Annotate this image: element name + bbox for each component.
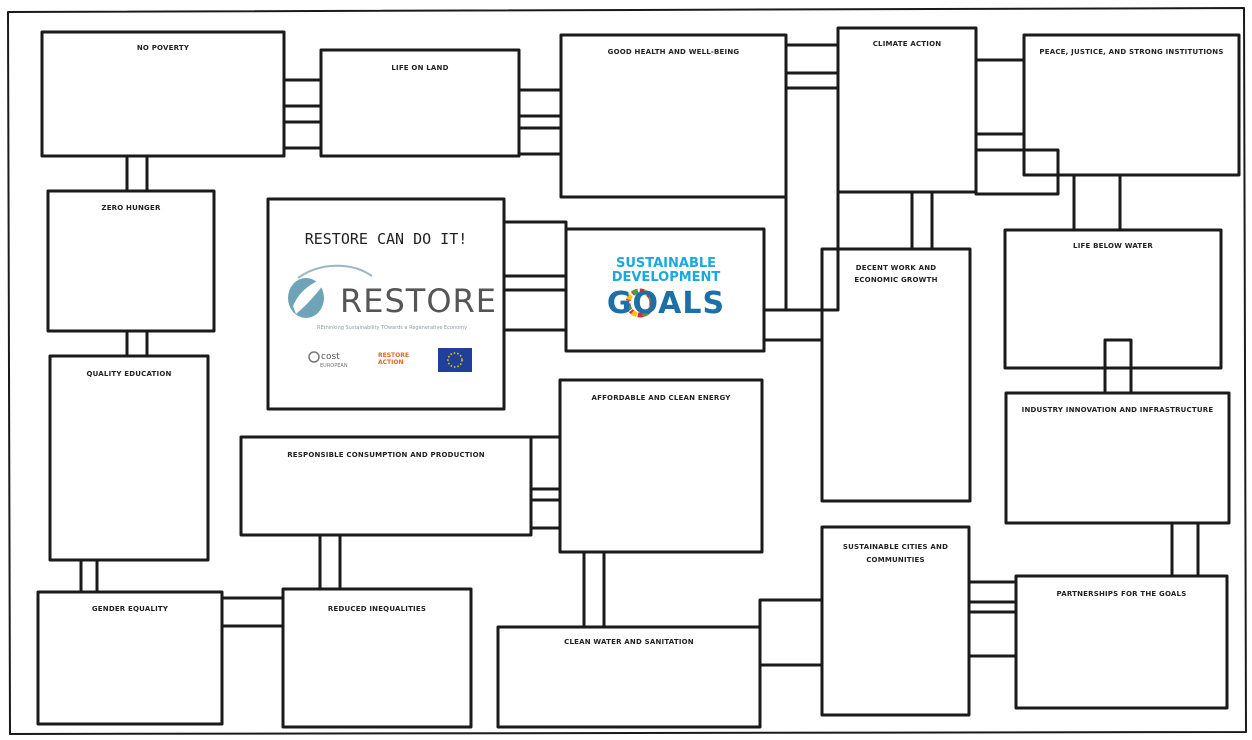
sdg-line1: SUSTAINABLE	[615, 256, 717, 271]
label-gender-equality: GENDER EQUALITY	[91, 605, 169, 613]
label-no-poverty: NO POVERTY	[136, 44, 190, 52]
label-peace-justice: PEACE, JUSTICE, AND STRONG INSTITUTIONS	[1039, 48, 1224, 56]
connector	[758, 598, 824, 667]
box-decent-work	[820, 247, 972, 503]
label-sustainable-cities-2: COMMUNITIES	[866, 556, 925, 564]
box-good-health	[559, 33, 788, 199]
connector	[967, 580, 1018, 604]
label-decent-work-2: ECONOMIC GROWTH	[854, 276, 938, 284]
sdg-line2: DEVELOPMENT	[611, 270, 721, 285]
connector	[762, 308, 824, 342]
connector	[784, 43, 840, 75]
label-partnerships: PARTNERSHIPS FOR THE GOALS	[1056, 590, 1187, 598]
label-quality-education: QUALITY EDUCATION	[86, 370, 172, 378]
eu-flag-icon	[438, 348, 472, 372]
connector	[529, 498, 562, 530]
connector	[282, 78, 323, 108]
connector	[529, 435, 562, 491]
sdg-goals-word: GOALS	[606, 286, 726, 321]
cost-logo	[308, 351, 320, 363]
sdg-logo-text: SUSTAINABLE DEVELOPMENT	[574, 257, 758, 285]
box-quality-education	[48, 354, 210, 562]
box-climate-action	[836, 26, 978, 194]
connector	[220, 596, 285, 628]
label-life-below-water: LIFE BELOW WATER	[1073, 242, 1153, 250]
connector	[517, 126, 563, 156]
connector	[79, 558, 99, 594]
connector	[974, 58, 1026, 136]
connector	[502, 288, 568, 332]
label-reduced-inequalities: REDUCED INEQUALITIES	[327, 605, 427, 613]
outer-frame	[7, 7, 1247, 735]
connector	[125, 329, 149, 358]
cost-logo-text: cost	[321, 352, 340, 362]
restore-logo-word: RESTORE	[340, 282, 497, 320]
box-affordable-energy	[558, 378, 764, 554]
connector	[282, 120, 323, 150]
connector	[502, 220, 568, 278]
restore-tagline: REthinking Sustainability TOwards a Rege…	[316, 325, 468, 331]
cost-logo-subtext: EUROPEAN	[320, 363, 348, 369]
box-reduced-inequalities	[281, 587, 473, 729]
label-decent-work-1: DECENT WORK AND	[855, 264, 937, 272]
connector	[1072, 173, 1122, 232]
label-clean-water: CLEAN WATER AND SANITATION	[564, 638, 694, 646]
connector	[1170, 521, 1200, 578]
label-good-health: GOOD HEALTH AND WELL-BEING	[607, 48, 740, 56]
sdg-wheel-icon	[625, 288, 655, 318]
label-sustainable-cities-1: SUSTAINABLE CITIES AND	[842, 543, 949, 551]
connector	[1103, 338, 1133, 395]
connector	[910, 190, 934, 251]
connector	[582, 550, 606, 629]
restore-action-line2: ACTION	[378, 359, 404, 366]
label-life-on-land: LIFE ON LAND	[391, 64, 449, 72]
box-gender-equality	[36, 590, 224, 726]
label-affordable-energy: AFFORDABLE AND CLEAN ENERGY	[591, 394, 731, 402]
restore-action-line1: RESTORE	[378, 352, 409, 359]
restore-card-title: RESTORE CAN DO IT!	[304, 230, 468, 248]
label-zero-hunger: ZERO HUNGER	[101, 204, 161, 212]
restore-leaf-icon	[288, 264, 373, 318]
restore-action-logo: RESTORE ACTION	[378, 352, 426, 366]
connector	[125, 154, 149, 193]
connector	[967, 610, 1018, 658]
connector	[974, 148, 1060, 196]
box-clean-water	[496, 625, 762, 729]
label-industry: INDUSTRY INNOVATION AND INFRASTRUCTURE	[1021, 406, 1214, 414]
label-responsible-consumption: RESPONSIBLE CONSUMPTION AND PRODUCTION	[287, 451, 485, 459]
label-climate-action: CLIMATE ACTION	[872, 40, 942, 48]
connector	[318, 533, 342, 591]
connector	[517, 88, 563, 118]
